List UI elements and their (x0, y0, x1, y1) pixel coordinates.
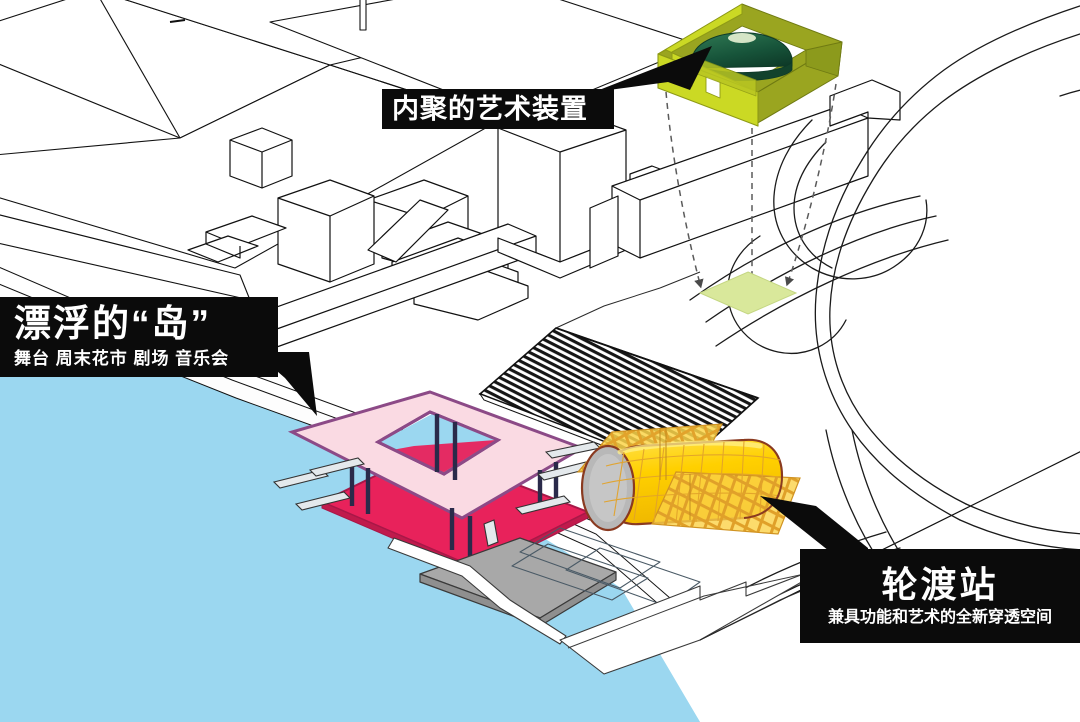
callout-art-title: 内聚的艺术装置 (392, 93, 588, 124)
art-installation-pavilion (657, 3, 843, 127)
callout-island-subtitle: 舞台 周末花市 剧场 音乐会 (14, 349, 230, 369)
projection-dashed-arrows (665, 83, 837, 301)
callout-island-title: 漂浮的“岛” (14, 303, 211, 345)
gray-pier-decks (387, 527, 851, 675)
right-side-wall-bar (589, 79, 901, 269)
callout-ferry-title: 轮渡站 (881, 563, 999, 605)
ferry-terminal-vault (576, 423, 801, 535)
callout-ferry-subtitle: 兼具功能和艺术的全新穿透空间 (827, 608, 1052, 626)
art-callout-pointer (594, 46, 712, 92)
island-callout-pointer (255, 352, 317, 416)
callout-floating-island[interactable]: 漂浮的“岛” 舞台 周末花市 剧场 音乐会 (0, 297, 278, 377)
callout-art-installation[interactable]: 内聚的艺术装置 (382, 89, 614, 129)
callout-ferry-terminal[interactable]: 轮渡站 兼具功能和艺术的全新穿透空间 (800, 549, 1080, 643)
art-installation-site-footprint (698, 271, 798, 315)
